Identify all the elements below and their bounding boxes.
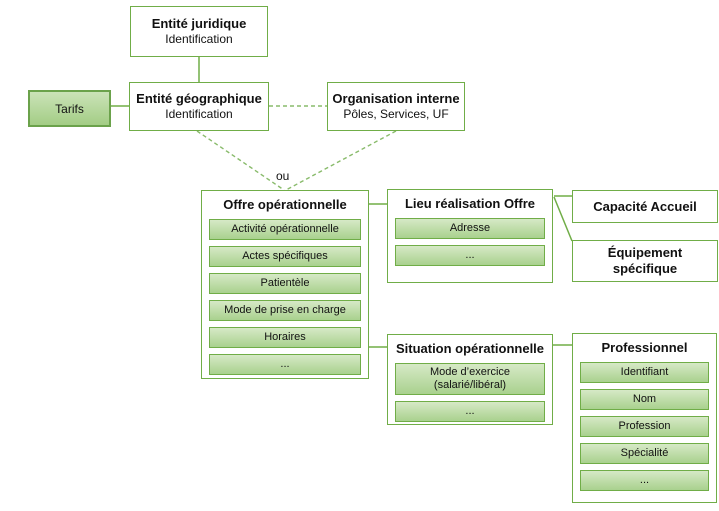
entity-box-capacite-accueil: Capacité Accueil xyxy=(572,190,718,223)
entite-juridique-subtitle: Identification xyxy=(165,32,233,46)
entity-box-professionnel: Professionnel Identifiant Nom Profession… xyxy=(572,333,717,503)
organisation-interne-subtitle: Pôles, Services, UF xyxy=(343,107,449,121)
entite-geographique-subtitle: Identification xyxy=(165,107,233,121)
lieu-realisation-offre-title: Lieu réalisation Offre xyxy=(404,196,536,211)
tarifs-label: Tarifs xyxy=(55,101,84,116)
attribute-chip-patientele: Patientèle xyxy=(209,273,361,294)
organisation-interne-title: Organisation interne xyxy=(332,91,460,106)
attribute-chip-lieu-more: ... xyxy=(395,245,545,266)
attribute-chip-horaires: Horaires xyxy=(209,327,361,348)
attribute-chip-identifiant: Identifiant xyxy=(580,362,709,383)
entity-box-offre-operationnelle: Offre opérationnelle Activité opérationn… xyxy=(201,190,369,379)
attribute-chip-professionnel-more: ... xyxy=(580,470,709,491)
entity-box-lieu-realisation-offre: Lieu réalisation Offre Adresse ... xyxy=(387,189,553,283)
attribute-chip-mode-de-prise-en-charge: Mode de prise en charge xyxy=(209,300,361,321)
capacite-accueil-title: Capacité Accueil xyxy=(593,198,697,214)
offre-operationnelle-title: Offre opérationnelle xyxy=(223,197,347,212)
entity-box-organisation-interne: Organisation interne Pôles, Services, UF xyxy=(327,82,465,131)
connector-lieu-equipement xyxy=(553,196,573,242)
equipement-specifique-title: Équipement spécifique xyxy=(607,245,683,276)
attribute-chip-mode-exercice: Mode d’exercice (salarié/libéral) xyxy=(395,363,545,395)
attribute-chip-situation-more: ... xyxy=(395,401,545,422)
entity-box-equipement-specifique: Équipement spécifique xyxy=(572,240,718,282)
situation-operationnelle-title: Situation opérationnelle xyxy=(395,341,545,356)
or-connector-label: ou xyxy=(276,169,290,183)
attribute-chip-specialite: Spécialité xyxy=(580,443,709,464)
connector-organisation-ou-dashed xyxy=(285,130,397,191)
attribute-chip-activite-operationnelle: Activité opérationnelle xyxy=(209,219,361,240)
attribute-chip-profession: Profession xyxy=(580,416,709,437)
entite-geographique-title: Entité géographique xyxy=(136,91,262,106)
entity-box-situation-operationnelle: Situation opérationnelle Mode d’exercice… xyxy=(387,334,553,425)
attribute-chip-actes-specifiques: Actes spécifiques xyxy=(209,246,361,267)
entity-box-entite-geographique: Entité géographique Identification xyxy=(129,82,269,131)
attribute-chip-adresse: Adresse xyxy=(395,218,545,239)
connector-geographique-ou-dashed xyxy=(196,130,285,191)
entity-box-entite-juridique: Entité juridique Identification xyxy=(130,6,268,57)
attribute-chip-nom: Nom xyxy=(580,389,709,410)
entity-box-tarifs: Tarifs xyxy=(28,90,111,127)
attribute-chip-offre-more: ... xyxy=(209,354,361,375)
entite-juridique-title: Entité juridique xyxy=(151,16,247,31)
professionnel-title: Professionnel xyxy=(601,340,688,355)
